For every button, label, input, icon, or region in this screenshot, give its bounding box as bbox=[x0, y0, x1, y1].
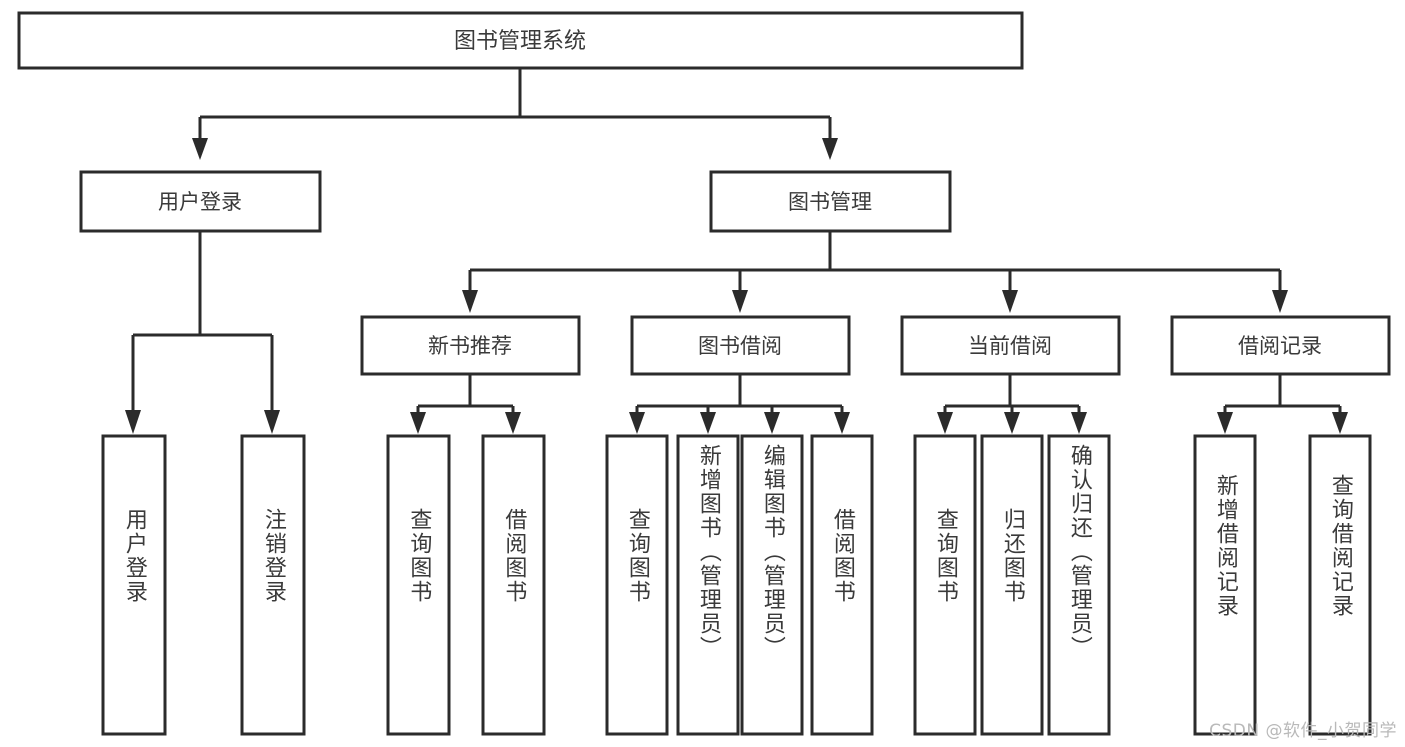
node-current-borrow-box[interactable] bbox=[900, 315, 1121, 376]
leaf-box-user-login-0[interactable] bbox=[101, 434, 167, 736]
arrow-head-br-leaf-0 bbox=[1217, 412, 1233, 434]
arrow-head-nb-leaf-1 bbox=[505, 412, 521, 434]
arrow-head-book-manage bbox=[822, 138, 838, 160]
leaf-box-borrow-record-1[interactable] bbox=[1308, 434, 1372, 736]
arrow-head-ul-leaf-0 bbox=[125, 410, 141, 434]
node-new-book-label: 新书推荐 bbox=[428, 334, 512, 358]
leaf-box-current-borrow-1[interactable] bbox=[980, 434, 1044, 736]
node-new-book-box[interactable] bbox=[360, 315, 581, 376]
node-root-box[interactable] bbox=[17, 11, 1024, 70]
leaf-box-new-book-0[interactable] bbox=[386, 434, 451, 736]
leaf-box-book-borrow-1[interactable] bbox=[676, 434, 740, 736]
arrow-head-cb-leaf-0 bbox=[937, 412, 953, 434]
arrow-head-bb-leaf-1 bbox=[700, 412, 716, 434]
arrow-head-cb-leaf-2 bbox=[1071, 412, 1087, 434]
node-root-label: 图书管理系统 bbox=[454, 29, 586, 54]
node-book-manage-box[interactable] bbox=[709, 170, 952, 233]
arrow-head-ul-leaf-1 bbox=[264, 410, 280, 434]
node-borrow-record-box[interactable] bbox=[1170, 315, 1391, 376]
leaf-box-book-borrow-0[interactable] bbox=[605, 434, 669, 736]
node-book-borrow-box[interactable] bbox=[630, 315, 851, 376]
arrow-head-book-borrow bbox=[732, 290, 748, 313]
leaf-box-book-borrow-2[interactable] bbox=[740, 434, 804, 736]
leaf-box-user-login-1[interactable] bbox=[240, 434, 306, 736]
arrow-head-borrow-record bbox=[1272, 290, 1288, 313]
leaf-box-book-borrow-3[interactable] bbox=[810, 434, 874, 736]
node-book-borrow-label: 图书借阅 bbox=[698, 334, 782, 358]
leaf-box-current-borrow-2[interactable] bbox=[1047, 434, 1111, 736]
arrow-head-bb-leaf-2 bbox=[764, 412, 780, 434]
node-borrow-record-label: 借阅记录 bbox=[1238, 334, 1322, 358]
arrow-head-user-login bbox=[192, 138, 208, 160]
arrow-head-nb-leaf-0 bbox=[410, 412, 426, 434]
node-current-borrow-label: 当前借阅 bbox=[968, 334, 1052, 358]
leaf-box-borrow-record-0[interactable] bbox=[1193, 434, 1257, 736]
arrow-head-br-leaf-1 bbox=[1332, 412, 1348, 434]
leaf-box-new-book-1[interactable] bbox=[481, 434, 546, 736]
arrow-head-bb-leaf-0 bbox=[629, 412, 645, 434]
watermark-text: CSDN @软件_小贺同学 bbox=[1209, 721, 1397, 741]
node-user-login-label: 用户登录 bbox=[158, 190, 242, 214]
arrow-head-bb-leaf-3 bbox=[834, 412, 850, 434]
node-book-manage-label: 图书管理 bbox=[788, 190, 872, 214]
arrow-head-current-borrow bbox=[1002, 290, 1018, 313]
arrow-head-cb-leaf-1 bbox=[1004, 412, 1020, 434]
leaf-box-current-borrow-0[interactable] bbox=[913, 434, 977, 736]
arrow-head-new-book bbox=[462, 290, 478, 313]
